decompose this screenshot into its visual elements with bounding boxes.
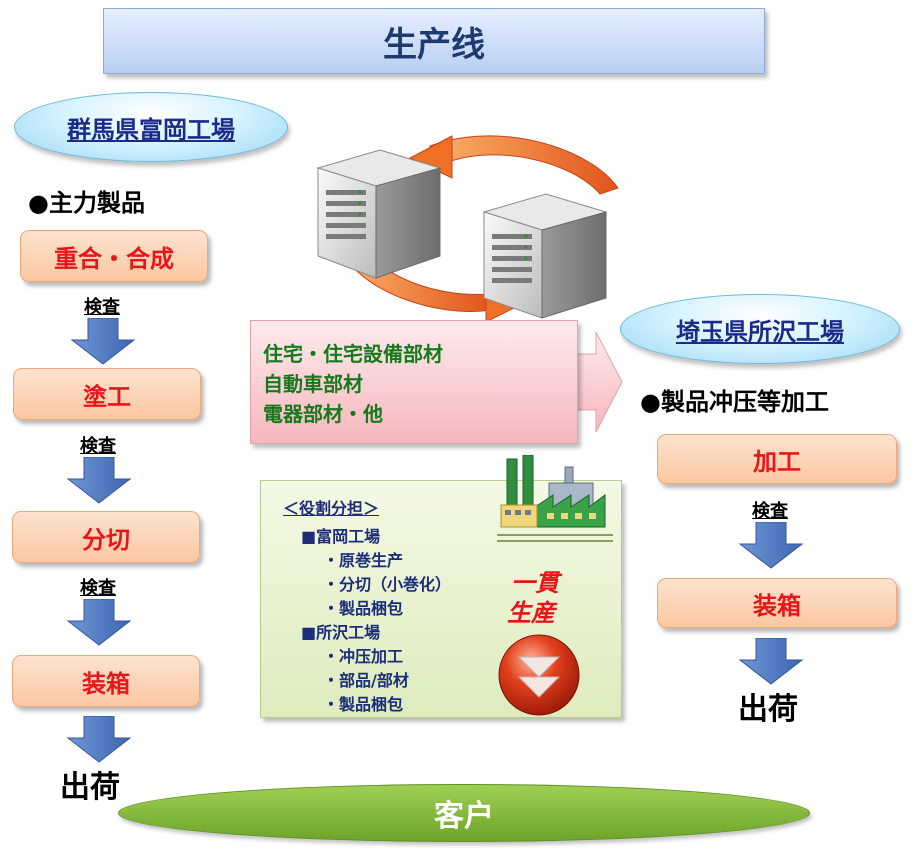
double-chevron-down-icon — [498, 634, 580, 716]
factory-icon — [497, 455, 613, 542]
role-line: ・製品梱包 — [323, 695, 404, 714]
role-line: ・部品/部材 — [323, 671, 409, 690]
inspection-label: 検査 — [80, 436, 116, 457]
role-line: ・原巻生产 — [323, 551, 404, 570]
down-arrow-icon — [66, 716, 132, 763]
role-line: ・冲压加工 — [323, 647, 404, 666]
role-line: ・製品梱包 — [323, 599, 404, 618]
step-packing: 装箱 — [12, 655, 200, 707]
main-products-label: ●主力製品 — [28, 189, 145, 217]
page-title: 生产线 — [103, 8, 765, 74]
down-arrow-icon — [738, 638, 804, 685]
tokorozawa-factory-label: 埼玉県所沢工場 — [620, 294, 900, 364]
shipment-label: 出荷 — [738, 692, 798, 727]
role-line: ■富岡工場 — [301, 527, 381, 546]
step-slitting: 分切 — [12, 511, 200, 563]
customer-bar: 客户 — [118, 784, 810, 842]
inspection-label: 検査 — [80, 578, 116, 599]
step-packing-right: 装箱 — [657, 578, 897, 628]
step-processing: 加工 — [657, 434, 897, 484]
role-division-box: ＜役割分担＞ ■富岡工場 ・原巻生产 ・分切（小巻化） ・製品梱包 ■所沢工場 … — [260, 455, 622, 718]
product-list-box: 住宅・住宅設備部材 自動車部材 電器部材・他 — [250, 320, 578, 444]
role-line: ■所沢工場 — [301, 623, 381, 642]
step-coating: 塗工 — [13, 368, 201, 420]
right-arrow-icon — [574, 332, 623, 432]
product-item: 自動車部材 — [263, 372, 363, 396]
shipment-label: 出荷 — [60, 770, 120, 805]
inspection-label: 検査 — [752, 501, 788, 522]
integrated-production-label: 生産 — [507, 599, 555, 627]
inspection-label: 検査 — [84, 297, 120, 318]
product-item: 住宅・住宅設備部材 — [263, 342, 443, 366]
down-arrow-icon — [66, 599, 132, 646]
product-item: 電器部材・他 — [263, 402, 383, 426]
role-heading: ＜役割分担＞ — [283, 499, 380, 518]
down-arrow-icon — [738, 522, 804, 569]
server-sync-icon — [316, 135, 619, 323]
role-line: ・分切（小巻化） — [323, 575, 452, 594]
pressing-process-label: ●製品冲压等加工 — [640, 388, 829, 416]
step-polymerization: 重合・合成 — [20, 230, 208, 282]
integrated-production-label: 一貫 — [511, 569, 559, 597]
down-arrow-icon — [70, 318, 136, 365]
tomioka-factory-label: 群馬県富岡工場 — [14, 92, 288, 162]
down-arrow-icon — [66, 457, 132, 504]
